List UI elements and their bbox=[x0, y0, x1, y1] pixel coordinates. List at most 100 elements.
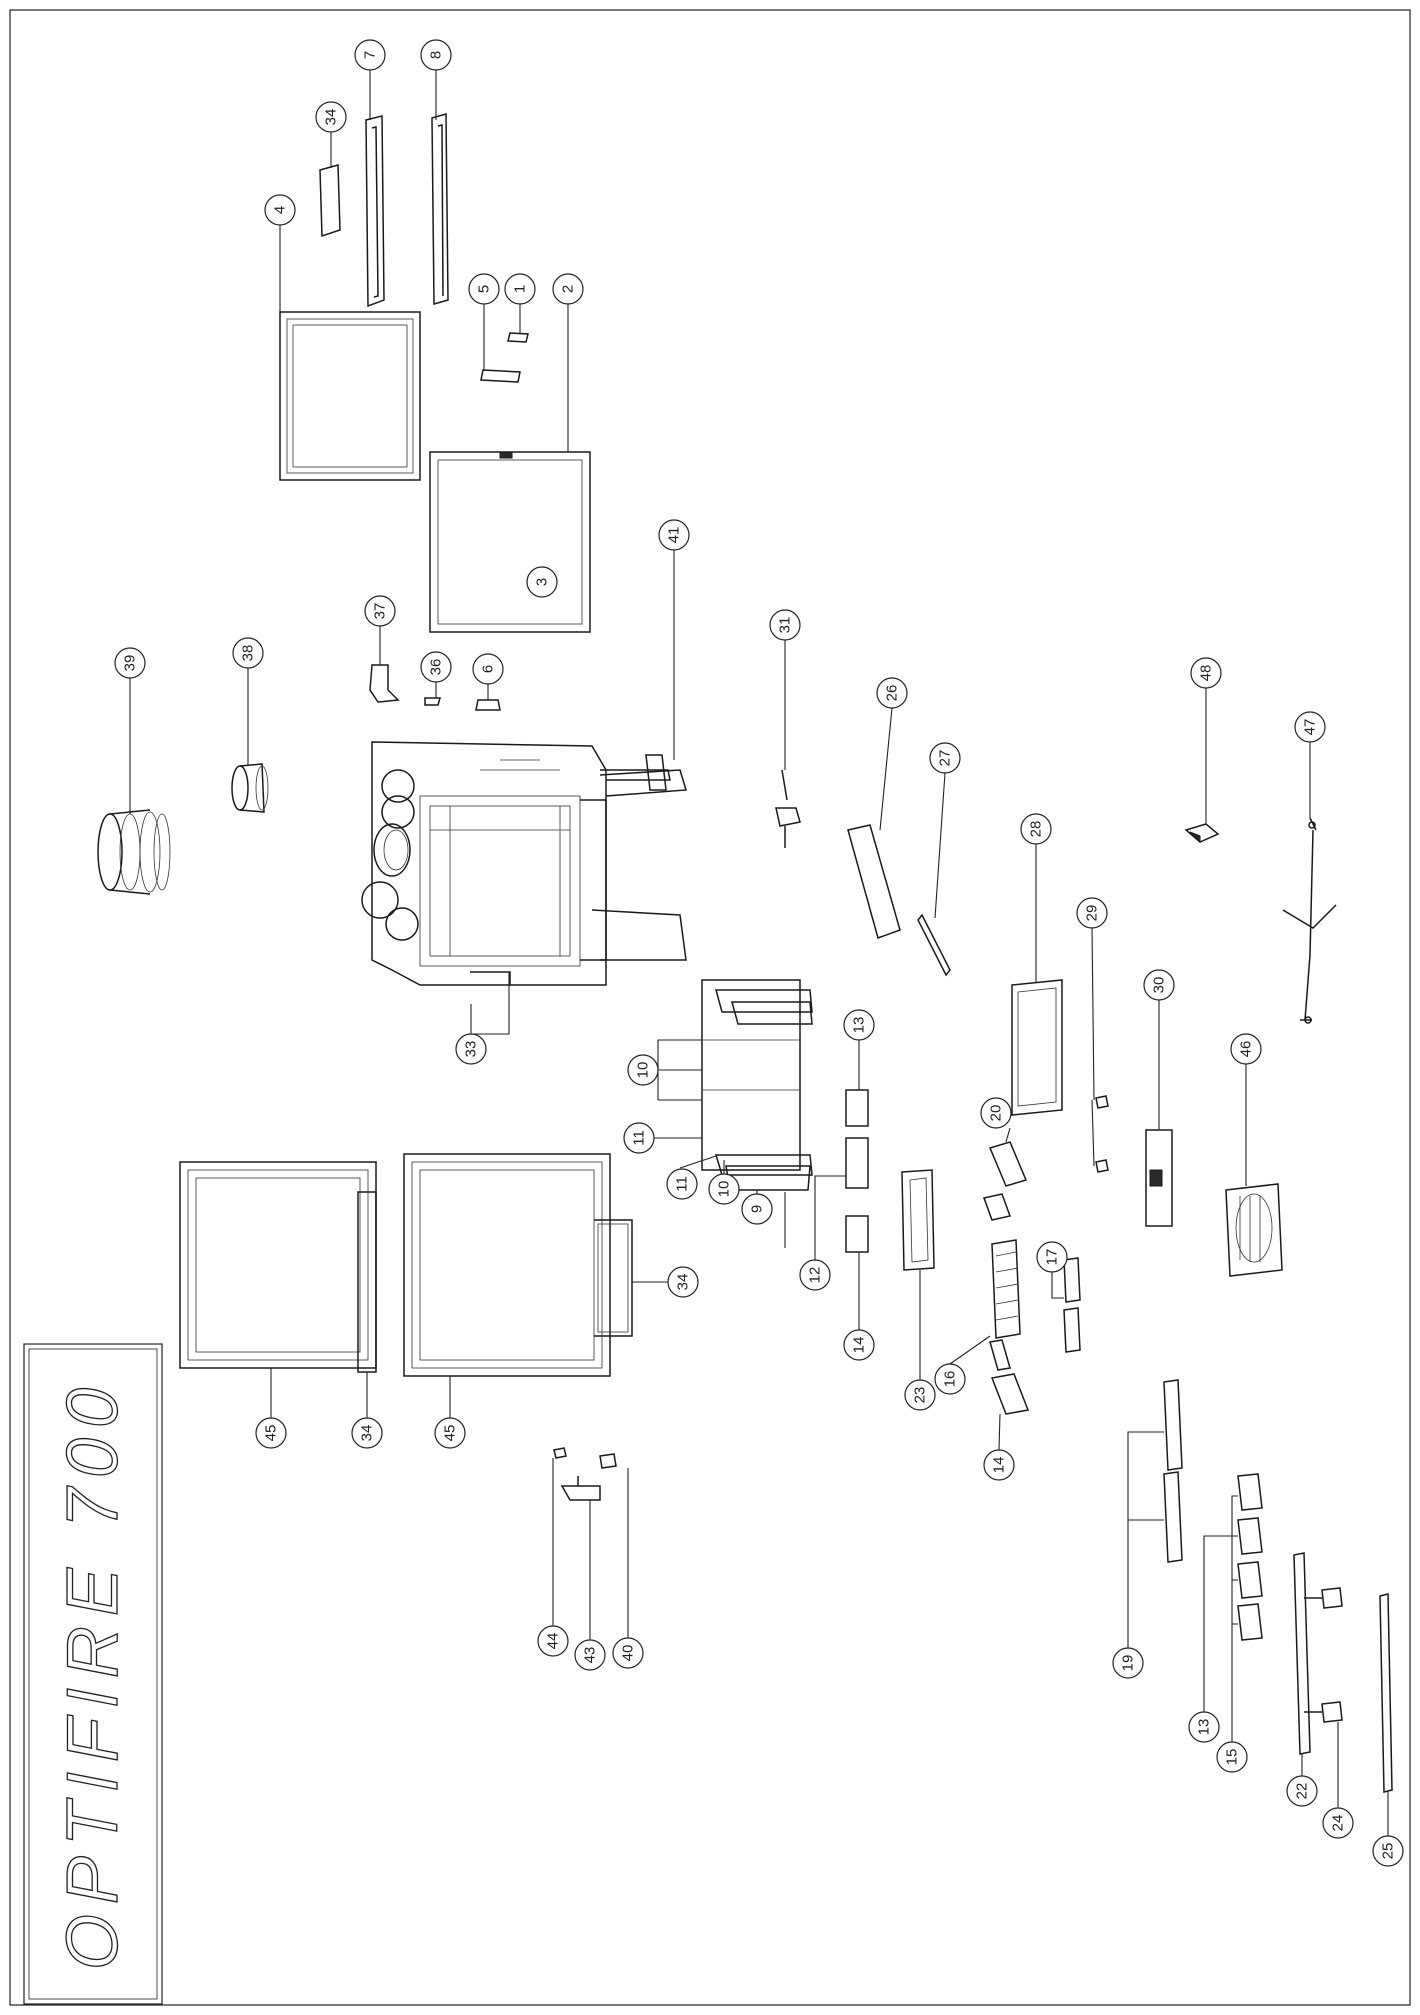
drawing-title: OPTIFIRE 700 bbox=[53, 1378, 133, 1970]
svg-text:10: 10 bbox=[716, 1181, 733, 1198]
svg-text:16: 16 bbox=[942, 1371, 959, 1388]
svg-text:26: 26 bbox=[884, 685, 901, 702]
callout-20: 20 bbox=[980, 1097, 1012, 1129]
callout-41: 40 bbox=[612, 1637, 644, 1669]
svg-text:10: 10 bbox=[635, 1062, 652, 1079]
svg-text:22: 22 bbox=[1294, 1783, 1311, 1800]
callout-40: 34 bbox=[315, 101, 347, 133]
parts-art bbox=[97, 113, 1393, 1793]
svg-text:15: 15 bbox=[1224, 1749, 1241, 1766]
svg-text:43: 43 bbox=[582, 1647, 599, 1664]
svg-text:17: 17 bbox=[1044, 1249, 1061, 1266]
svg-text:3: 3 bbox=[534, 578, 551, 586]
svg-text:8: 8 bbox=[428, 51, 445, 59]
callout-37: 37 bbox=[364, 595, 396, 627]
callout-39: 39 bbox=[114, 647, 146, 679]
title-block: OPTIFIRE 700 bbox=[23, 1343, 163, 2005]
callout-13b: 13 bbox=[1188, 1711, 1220, 1743]
svg-text:41: 41 bbox=[666, 527, 683, 544]
drawing-border bbox=[9, 9, 1411, 2006]
svg-text:46: 46 bbox=[1238, 1041, 1255, 1058]
svg-text:27: 27 bbox=[937, 750, 954, 767]
callout-10a: 10 bbox=[627, 1054, 659, 1086]
callout-29: 29 bbox=[1076, 897, 1108, 929]
callout-14b: 14 bbox=[983, 1449, 1015, 1481]
callout-8: 8 bbox=[420, 39, 452, 71]
svg-text:25: 25 bbox=[1380, 1843, 1397, 1860]
svg-text:4: 4 bbox=[272, 206, 289, 214]
svg-text:1: 1 bbox=[512, 285, 529, 293]
svg-text:38: 38 bbox=[240, 645, 257, 662]
svg-text:14: 14 bbox=[851, 1337, 868, 1354]
svg-text:44: 44 bbox=[545, 1633, 562, 1650]
callout-12: 12 bbox=[799, 1259, 831, 1291]
callout-42: 41 bbox=[658, 519, 690, 551]
svg-text:48: 48 bbox=[1198, 665, 1215, 682]
svg-text:11: 11 bbox=[631, 1130, 648, 1146]
svg-text:20: 20 bbox=[988, 1105, 1005, 1122]
svg-text:5: 5 bbox=[476, 285, 493, 293]
callout-26: 26 bbox=[876, 677, 908, 709]
callout-2: 2 bbox=[552, 273, 584, 305]
callout-48: 48 bbox=[1190, 657, 1222, 689]
svg-text:40: 40 bbox=[620, 1645, 637, 1662]
callout-7: 7 bbox=[354, 39, 386, 71]
svg-text:30: 30 bbox=[1151, 977, 1168, 994]
callout-45b: 45 bbox=[434, 1417, 466, 1449]
svg-text:2: 2 bbox=[560, 285, 577, 293]
svg-text:39: 39 bbox=[122, 655, 139, 672]
callout-34b: 34 bbox=[667, 1266, 699, 1298]
callout-45a: 45 bbox=[255, 1417, 287, 1449]
callout-bubbles: 4 7 8 34 5 1 2 3 37 36 6 39 38 41 31 26 … bbox=[114, 39, 1404, 1867]
callout-19: 19 bbox=[1112, 1647, 1144, 1679]
svg-text:13: 13 bbox=[1196, 1719, 1213, 1736]
callout-4: 4 bbox=[264, 194, 296, 226]
callout-3: 3 bbox=[526, 566, 558, 598]
svg-text:36: 36 bbox=[428, 659, 445, 676]
svg-text:12: 12 bbox=[807, 1267, 824, 1284]
callout-33: 33 bbox=[455, 1033, 487, 1065]
callout-44: 44 bbox=[537, 1625, 569, 1657]
callout-14a: 14 bbox=[843, 1329, 875, 1361]
callout-31: 31 bbox=[769, 609, 801, 641]
callout-43: 43 bbox=[574, 1639, 606, 1671]
svg-text:45: 45 bbox=[263, 1425, 280, 1442]
svg-text:6: 6 bbox=[480, 665, 497, 673]
svg-text:29: 29 bbox=[1084, 905, 1101, 922]
svg-text:34: 34 bbox=[323, 109, 340, 126]
callout-27: 27 bbox=[929, 742, 961, 774]
svg-text:13: 13 bbox=[851, 1017, 868, 1034]
svg-text:7: 7 bbox=[362, 51, 379, 59]
svg-text:37: 37 bbox=[372, 603, 389, 620]
svg-text:14: 14 bbox=[991, 1457, 1008, 1474]
svg-text:9: 9 bbox=[749, 1205, 766, 1213]
svg-text:24: 24 bbox=[1330, 1815, 1347, 1832]
callout-34a: 34 bbox=[351, 1417, 383, 1449]
callout-25: 23 bbox=[904, 1379, 936, 1411]
callout-23: 24 bbox=[1322, 1807, 1354, 1839]
callout-38: 38 bbox=[232, 637, 264, 669]
callout-17: 17 bbox=[1036, 1241, 1068, 1273]
callout-10b: 10 bbox=[708, 1173, 740, 1205]
callout-47: 47 bbox=[1294, 711, 1326, 743]
callout-16: 16 bbox=[934, 1363, 966, 1395]
callout-28: 28 bbox=[1020, 813, 1052, 845]
callout-11a: 11 bbox=[623, 1122, 655, 1154]
svg-text:23: 23 bbox=[912, 1387, 929, 1404]
callout-5: 5 bbox=[468, 273, 500, 305]
callout-13a: 13 bbox=[843, 1009, 875, 1041]
callout-30: 30 bbox=[1143, 969, 1175, 1001]
svg-text:28: 28 bbox=[1028, 821, 1045, 838]
callout-36: 36 bbox=[420, 651, 452, 683]
leader-lines bbox=[129, 70, 1389, 1836]
callout-11b: 11 bbox=[666, 1168, 698, 1200]
svg-text:34: 34 bbox=[675, 1274, 692, 1291]
callout-22: 22 bbox=[1286, 1775, 1318, 1807]
callout-15: 15 bbox=[1216, 1741, 1248, 1773]
svg-text:33: 33 bbox=[463, 1041, 480, 1058]
svg-text:11: 11 bbox=[674, 1176, 691, 1192]
callout-6: 6 bbox=[472, 653, 504, 685]
svg-text:19: 19 bbox=[1120, 1655, 1137, 1672]
callout-24: 25 bbox=[1372, 1835, 1404, 1867]
